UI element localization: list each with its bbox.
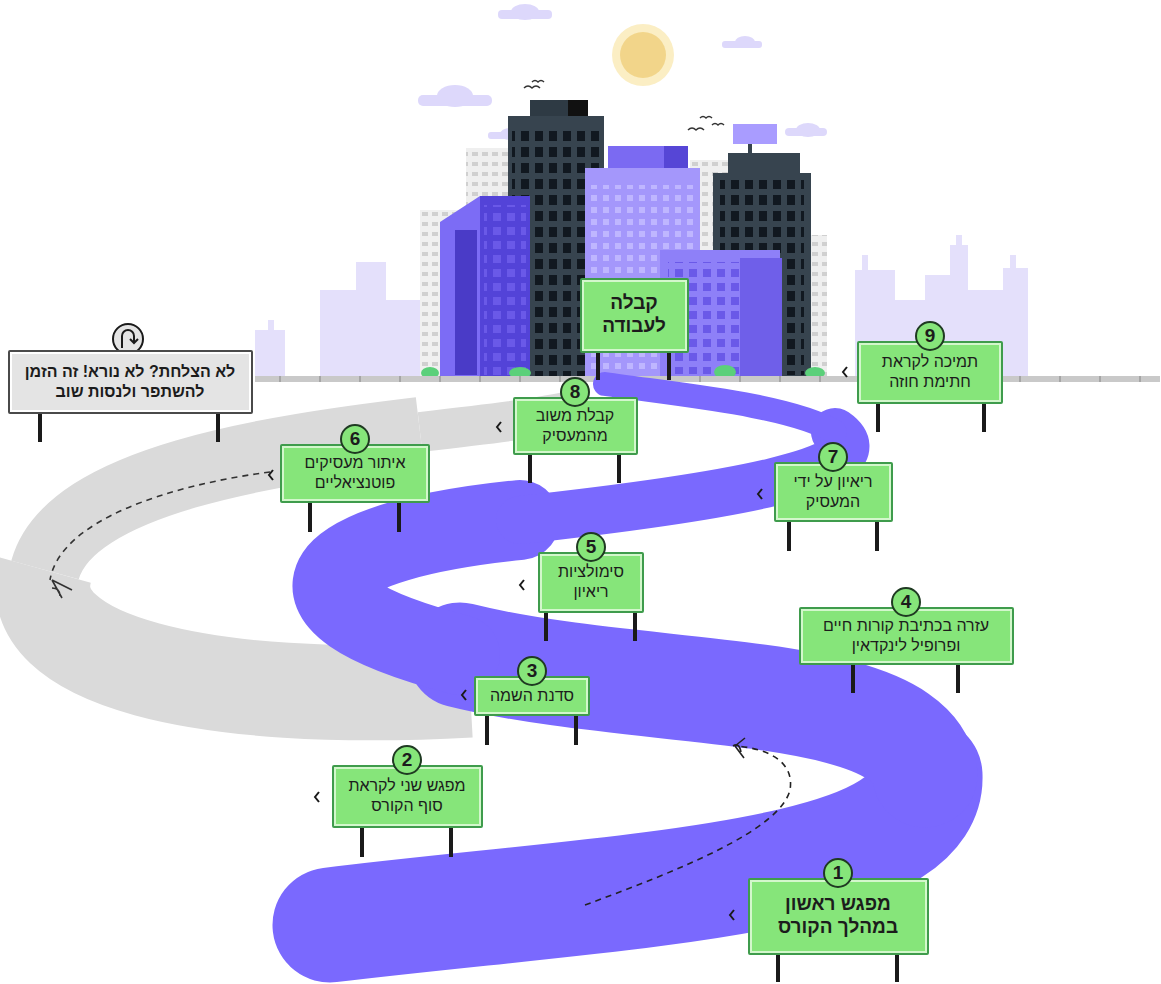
callout-number: 1 xyxy=(823,858,853,888)
sign-text: עזרה בכתיבת קורות חיים ופרופיל לינקדאין xyxy=(809,616,1004,656)
callout-number: 3 xyxy=(517,656,547,686)
sign-text: סדנת השמה xyxy=(490,686,574,706)
sign-text: קבלה לעבודה xyxy=(594,292,674,338)
callout-number: 8 xyxy=(560,377,590,407)
step-sign: 6איתור מעסיקים פוטנציאליים xyxy=(280,444,430,503)
callout-number: 6 xyxy=(340,424,370,454)
sign-text: תמיכה לקראת חתימת חוזה xyxy=(867,352,993,392)
sign-text: מפגש ראשון במהלך הקורס xyxy=(763,893,913,939)
step-sign: 5סימולציות ריאיון xyxy=(538,552,644,613)
callout-number: 7 xyxy=(818,442,848,472)
sign-text: איתור מעסיקים פוטנציאליים xyxy=(290,453,420,493)
callout-number: 5 xyxy=(576,532,606,562)
step-sign: 1מפגש ראשון במהלך הקורס xyxy=(748,878,929,955)
retry-sign: לא הצלחת? לא נורא! זה הזמן להשתפר ולנסות… xyxy=(8,350,253,414)
sign-text: מפגש שני לקראת סוף הקורס xyxy=(342,776,472,816)
step-sign: 7ריאיון על ידי המעסיק xyxy=(774,462,893,522)
step-sign: קבלה לעבודה xyxy=(580,278,689,353)
callout-number: 4 xyxy=(891,587,921,617)
sign-text: לא הצלחת? לא נורא! זה הזמן להשתפר ולנסות… xyxy=(18,362,243,402)
callout-number: 2 xyxy=(392,745,422,775)
sign-text: קבלת משוב מהמעסיק xyxy=(523,406,628,446)
step-sign: 9תמיכה לקראת חתימת חוזה xyxy=(857,341,1003,404)
step-sign: 3סדנת השמה xyxy=(474,676,590,716)
step-sign: 4עזרה בכתיבת קורות חיים ופרופיל לינקדאין xyxy=(799,607,1014,665)
step-sign: 8קבלת משוב מהמעסיק xyxy=(513,397,638,455)
callout-number: 9 xyxy=(915,321,945,351)
step-sign: 2מפגש שני לקראת סוף הקורס xyxy=(332,765,483,828)
sign-text: ריאיון על ידי המעסיק xyxy=(784,472,883,512)
sign-text: סימולציות ריאיון xyxy=(548,562,634,602)
